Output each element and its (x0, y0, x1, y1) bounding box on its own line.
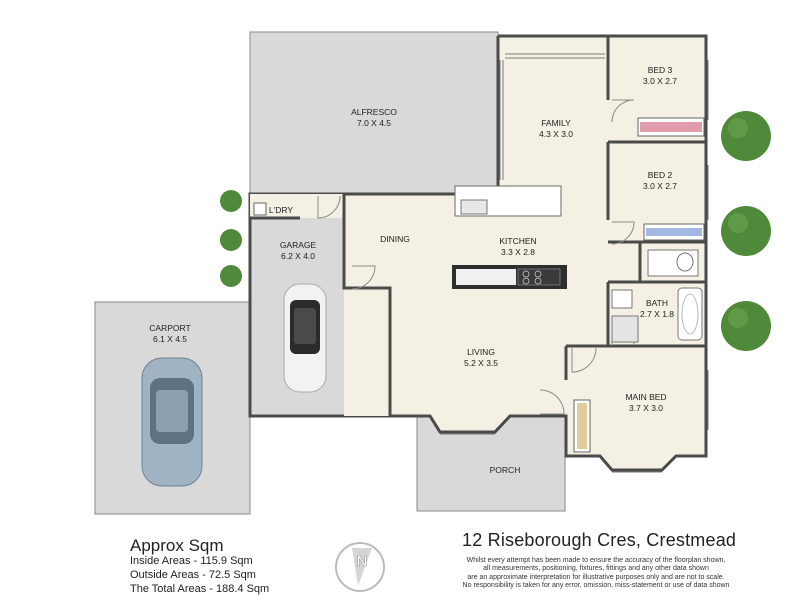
room-name-bed3: BED 3 (648, 65, 673, 75)
inside-area: Inside Areas - 115.9 Sqm (130, 555, 253, 567)
total-area: The Total Areas - 188.4 Sqm (130, 583, 270, 595)
area-summary-title: Approx Sqm (130, 536, 224, 555)
room-name-main-bed: MAIN BED (625, 392, 666, 402)
room-size-kitchen: 3.3 X 2.8 (501, 247, 535, 257)
outside-area: Outside Areas - 72.5 Sqm (130, 569, 256, 581)
room-size-bed2: 3.0 X 2.7 (643, 181, 677, 191)
sink-icon (460, 199, 488, 215)
room-size-bed3: 3.0 X 2.7 (643, 76, 677, 86)
tree-icons (220, 111, 771, 351)
room-name-dining: DINING (380, 234, 410, 244)
disclaimer-line: No responsibility is taken for any error… (462, 581, 730, 589)
bathroom-fixtures (611, 249, 703, 343)
room-size-carport: 6.1 X 4.5 (153, 334, 187, 344)
carport-car-icon (141, 357, 203, 487)
kitchen-fixtures (452, 185, 567, 289)
garage-car-icon (283, 283, 327, 393)
room-name-porch: PORCH (490, 465, 521, 475)
room-name-bath: BATH (646, 298, 668, 308)
room-name-family: FAMILY (541, 118, 571, 128)
room-size-family: 4.3 X 3.0 (539, 129, 573, 139)
toilet-icon (676, 252, 694, 272)
disclaimer-line: all measurements, positioning, fixtures,… (483, 565, 709, 573)
compass-icon: N (335, 542, 385, 592)
room-name-carport: CARPORT (149, 323, 190, 333)
room-name-alfresco: ALFRESCO (351, 107, 397, 117)
shower-icon (611, 315, 639, 343)
alfresco-area (249, 31, 499, 195)
disclaimer-line: Whilst every attempt has been made to en… (466, 557, 726, 564)
room-size-bath: 2.7 X 1.8 (640, 309, 674, 319)
windows (440, 53, 709, 473)
room-name-kitchen: KITCHEN (499, 236, 536, 246)
cooktop-icon (517, 268, 561, 286)
room-size-garage: 6.2 X 4.0 (281, 251, 315, 261)
walls (250, 34, 708, 472)
room-size-living: 5.2 X 3.5 (464, 358, 498, 368)
disclaimer-line: are an approximate interpretation for il… (467, 573, 725, 581)
disclaimer: Whilst every attempt has been made to en… (462, 557, 730, 590)
laundry-tub-icon (253, 202, 267, 216)
room-name-garage: GARAGE (280, 240, 317, 250)
property-address: 12 Riseborough Cres, Crestmead (462, 530, 737, 550)
room-name-living: LIVING (467, 347, 495, 357)
svg-text:N: N (357, 553, 368, 570)
wardrobes (573, 117, 705, 453)
room-size-main-bed: 3.7 X 3.0 (629, 403, 663, 413)
room-size-alfresco: 7.0 X 4.5 (357, 118, 391, 128)
room-name-bed2: BED 2 (648, 170, 673, 180)
room-name-laundry: L'DRY (269, 205, 293, 215)
